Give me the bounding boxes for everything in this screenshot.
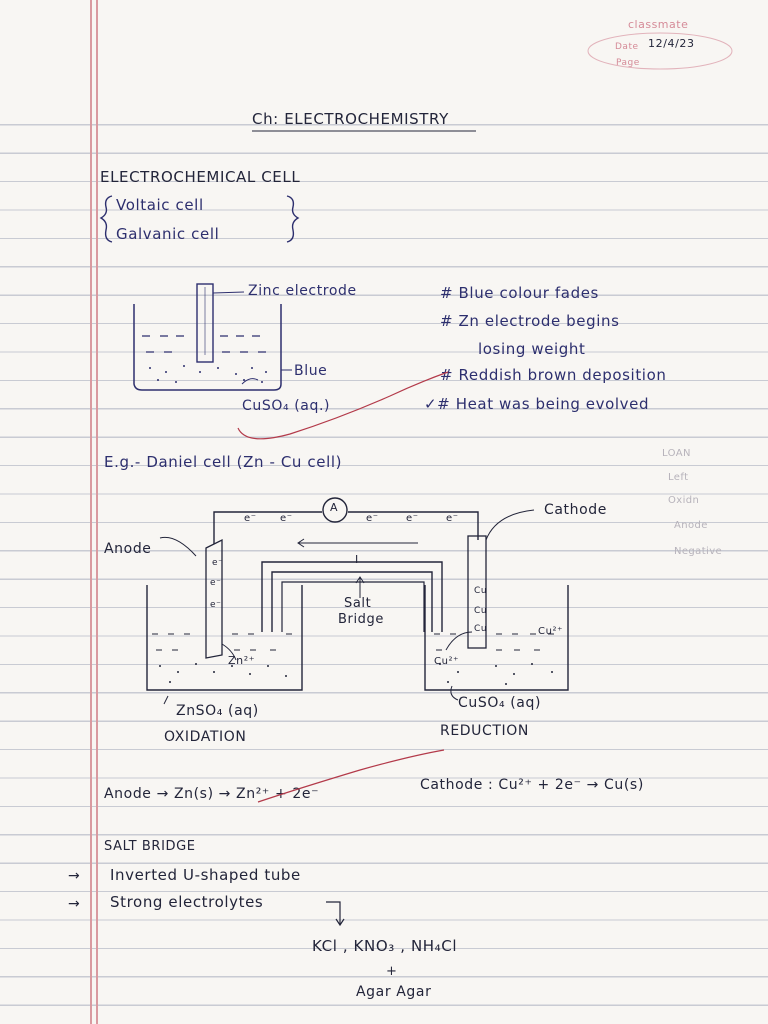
electron-label-1: e⁻ xyxy=(244,513,257,524)
ammeter-icon xyxy=(322,497,348,523)
alt-name-voltaic: Voltaic cell xyxy=(116,196,204,214)
brand-logo-text: classmate xyxy=(628,18,689,31)
electron-label-3: e⁻ xyxy=(366,513,379,524)
reduction-label: REDUCTION xyxy=(440,723,529,739)
chapter-title: Ch: ELECTROCHEMISTRY xyxy=(252,110,449,128)
page-header-area xyxy=(0,0,768,97)
observation-3: # Reddish brown deposition xyxy=(440,366,667,384)
agar-label: Agar Agar xyxy=(356,984,432,1000)
observation-2: # Zn electrode begins xyxy=(440,312,620,330)
electron-label-rod-2: e⁻ xyxy=(210,578,222,588)
zinc-electrode-label: Zinc electrode xyxy=(248,283,357,299)
cu-label-1: Cu xyxy=(474,586,488,596)
side-note-3: Oxidn xyxy=(668,495,700,506)
margin-line-left xyxy=(90,0,92,1024)
cu-ion-label-1: Cu²⁺ xyxy=(434,656,460,667)
observation-2-cont: losing weight xyxy=(478,340,586,358)
cathode-equation: Cathode : Cu²⁺ + 2e⁻ → Cu(s) xyxy=(420,777,644,793)
anode-equation: Anode → Zn(s) → Zn²⁺ + 2e⁻ xyxy=(104,786,320,802)
electron-label-4: e⁻ xyxy=(406,513,419,524)
zn-ion-label: Zn²⁺ xyxy=(228,654,256,667)
side-note-4: Anode xyxy=(674,520,708,531)
znso4-label: ZnSO₄ (aq) xyxy=(176,703,259,719)
cu-label-3: Cu xyxy=(474,624,488,634)
anode-label: Anode xyxy=(104,541,152,557)
date-label: Date xyxy=(615,42,639,52)
margin-line-right xyxy=(96,0,98,1024)
cathode-label: Cathode xyxy=(544,502,607,518)
date-value: 12/4/23 xyxy=(648,37,695,50)
bullet-arrow-1: → xyxy=(68,868,81,884)
bridge-label: Bridge xyxy=(338,612,384,627)
cuso4-label: CuSO₄ (aq.) xyxy=(242,398,331,414)
alt-name-galvanic: Galvanic cell xyxy=(116,225,220,243)
salt-bridge-heading: SALT BRIDGE xyxy=(104,839,196,854)
observation-4: ✓# Heat was being evolved xyxy=(424,395,650,413)
electron-label-2: e⁻ xyxy=(280,513,293,524)
plus-sign: + xyxy=(386,964,398,979)
current-label: I xyxy=(355,553,359,566)
cuso4-right-label: CuSO₄ (aq) xyxy=(458,695,542,711)
observation-1: # Blue colour fades xyxy=(440,284,599,302)
salt-compounds: KCl , KNO₃ , NH₄Cl xyxy=(312,937,458,955)
cu-ion-label-2: Cu²⁺ xyxy=(538,626,564,637)
electron-label-5: e⁻ xyxy=(446,513,459,524)
page-label: Page xyxy=(616,58,640,68)
side-note-2: Left xyxy=(668,472,689,483)
oxidation-label: OXIDATION xyxy=(164,729,247,745)
salt-bridge-point-2: Strong electrolytes xyxy=(110,893,264,911)
salt-label: Salt xyxy=(344,596,372,611)
side-note-5: Negative xyxy=(674,546,723,557)
cu-label-2: Cu xyxy=(474,606,488,616)
bullet-arrow-2: → xyxy=(68,896,81,912)
electron-label-rod-3: e⁻ xyxy=(210,600,222,610)
ammeter-label: A xyxy=(330,501,339,514)
salt-bridge-point-1: Inverted U-shaped tube xyxy=(110,866,301,884)
section-heading-electrochemical-cell: ELECTROCHEMICAL CELL xyxy=(100,168,301,186)
side-note-1: LOAN xyxy=(662,448,691,459)
electron-label-rod: e⁻ xyxy=(212,558,224,568)
example-daniel-cell: E.g.- Daniel cell (Zn - Cu cell) xyxy=(104,453,343,471)
blue-solution-label: Blue xyxy=(294,363,328,379)
